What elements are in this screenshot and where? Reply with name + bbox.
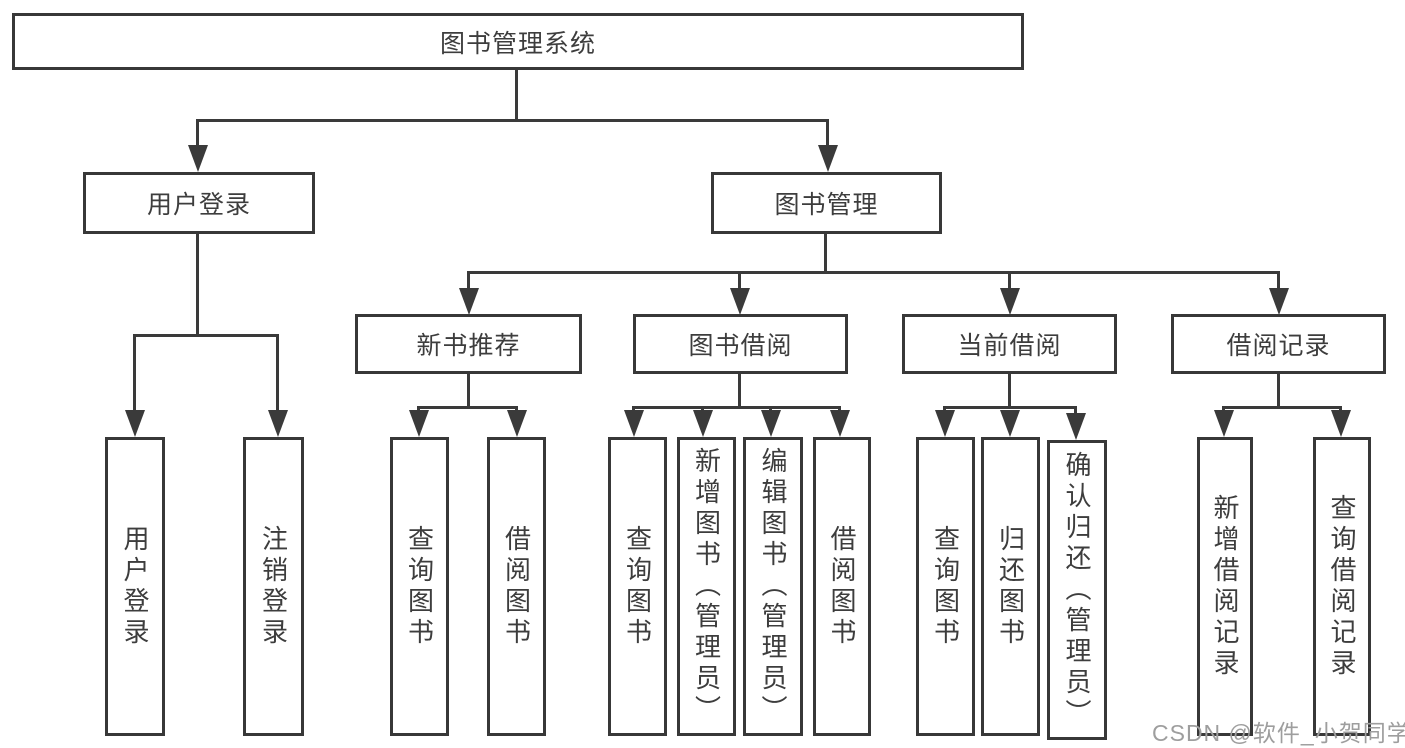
leaf-query-books-1: 查询图书 (390, 437, 449, 736)
node-book-borrow: 图书借阅 (633, 314, 848, 374)
connector-vline (1008, 374, 1011, 408)
connector-hline (133, 334, 279, 337)
node-current-borrow: 当前借阅 (902, 314, 1117, 374)
leaf-confirm-return-admin-label: 确认归还（管理员） (1062, 450, 1092, 730)
leaf-borrow-books-2: 借阅图书 (813, 437, 871, 736)
connector-hline (943, 406, 1077, 409)
arrow-down-icon (761, 410, 781, 437)
leaf-confirm-return-admin: 确认归还（管理员） (1047, 440, 1107, 740)
leaf-query-books-2-label: 查询图书 (622, 524, 653, 649)
node-new-book-recommend: 新书推荐 (355, 314, 582, 374)
arrow-down-icon (1000, 410, 1020, 437)
node-root-label: 图书管理系统 (439, 29, 596, 58)
node-user-login-label: 用户登录 (146, 191, 251, 219)
leaf-borrow-books-1-label: 借阅图书 (501, 524, 532, 649)
leaf-edit-books-admin: 编辑图书（管理员） (743, 437, 803, 736)
connector-vline (515, 70, 518, 120)
node-root: 图书管理系统 (12, 13, 1024, 70)
leaf-query-borrow-record: 查询借阅记录 (1313, 437, 1371, 736)
leaf-add-borrow-record: 新增借阅记录 (1197, 437, 1253, 736)
connector-vline (1277, 271, 1280, 291)
connector-vline (1008, 271, 1011, 291)
leaf-edit-books-admin-label: 编辑图书（管理员） (758, 447, 788, 726)
leaf-return-books-label: 归还图书 (995, 524, 1026, 649)
connector-vline (467, 374, 470, 408)
arrow-down-icon (693, 410, 713, 437)
leaf-query-books-3-label: 查询图书 (930, 524, 961, 649)
leaf-borrow-books-2-label: 借阅图书 (827, 524, 857, 649)
node-user-login: 用户登录 (83, 172, 315, 234)
connector-vline (1277, 374, 1280, 408)
arrow-down-icon (935, 410, 955, 437)
leaf-add-books-admin: 新增图书（管理员） (677, 437, 736, 736)
connector-hline (197, 119, 829, 122)
connector-vline (467, 271, 470, 291)
connector-hline (417, 406, 518, 409)
leaf-logout-label: 注销登录 (258, 524, 289, 649)
arrow-down-icon (1214, 410, 1234, 437)
arrow-down-icon (1000, 288, 1020, 315)
leaf-user-login-label: 用户登录 (120, 524, 150, 649)
arrow-down-icon (1331, 410, 1351, 437)
node-new-book-recommend-label: 新书推荐 (416, 332, 521, 360)
arrow-down-icon (268, 410, 288, 437)
leaf-borrow-books-1: 借阅图书 (487, 437, 546, 736)
leaf-logout: 注销登录 (243, 437, 304, 736)
arrow-down-icon (1269, 288, 1289, 315)
node-borrow-records: 借阅记录 (1171, 314, 1386, 374)
leaf-user-login: 用户登录 (105, 437, 165, 736)
arrow-down-icon (409, 410, 429, 437)
node-book-borrow-label: 图书借阅 (688, 332, 793, 360)
node-book-management-label: 图书管理 (774, 191, 879, 219)
connector-vline (1074, 406, 1077, 417)
arrow-down-icon (830, 410, 850, 437)
leaf-query-books-1-label: 查询图书 (404, 524, 435, 649)
arrow-down-icon (459, 288, 479, 315)
leaf-add-books-admin-label: 新增图书（管理员） (691, 447, 722, 726)
arrow-down-icon (125, 410, 145, 437)
connector-hline (1222, 406, 1342, 409)
arrow-down-icon (818, 145, 838, 172)
arrow-down-icon (188, 145, 208, 172)
connector-vline (276, 334, 279, 414)
leaf-query-books-3: 查询图书 (916, 437, 975, 736)
connector-hline (632, 406, 841, 409)
arrow-down-icon (624, 410, 644, 437)
connector-vline (196, 119, 199, 149)
connector-vline (738, 271, 741, 291)
connector-vline (738, 374, 741, 408)
connector-vline (196, 234, 199, 337)
arrow-down-icon (1066, 413, 1086, 440)
connector-hline (467, 271, 1280, 274)
arrow-down-icon (507, 410, 527, 437)
csdn-watermark: CSDN @软件_小贺同学 (1152, 720, 1405, 746)
arrow-down-icon (730, 288, 750, 315)
node-borrow-records-label: 借阅记录 (1226, 332, 1331, 360)
connector-vline (824, 234, 827, 274)
connector-vline (133, 334, 136, 414)
leaf-add-borrow-record-label: 新增借阅记录 (1210, 493, 1240, 680)
node-current-borrow-label: 当前借阅 (957, 332, 1062, 360)
leaf-return-books: 归还图书 (981, 437, 1040, 736)
leaf-query-books-2: 查询图书 (608, 437, 667, 736)
node-book-management: 图书管理 (711, 172, 942, 234)
connector-vline (826, 119, 829, 149)
leaf-query-borrow-record-label: 查询借阅记录 (1327, 493, 1357, 680)
